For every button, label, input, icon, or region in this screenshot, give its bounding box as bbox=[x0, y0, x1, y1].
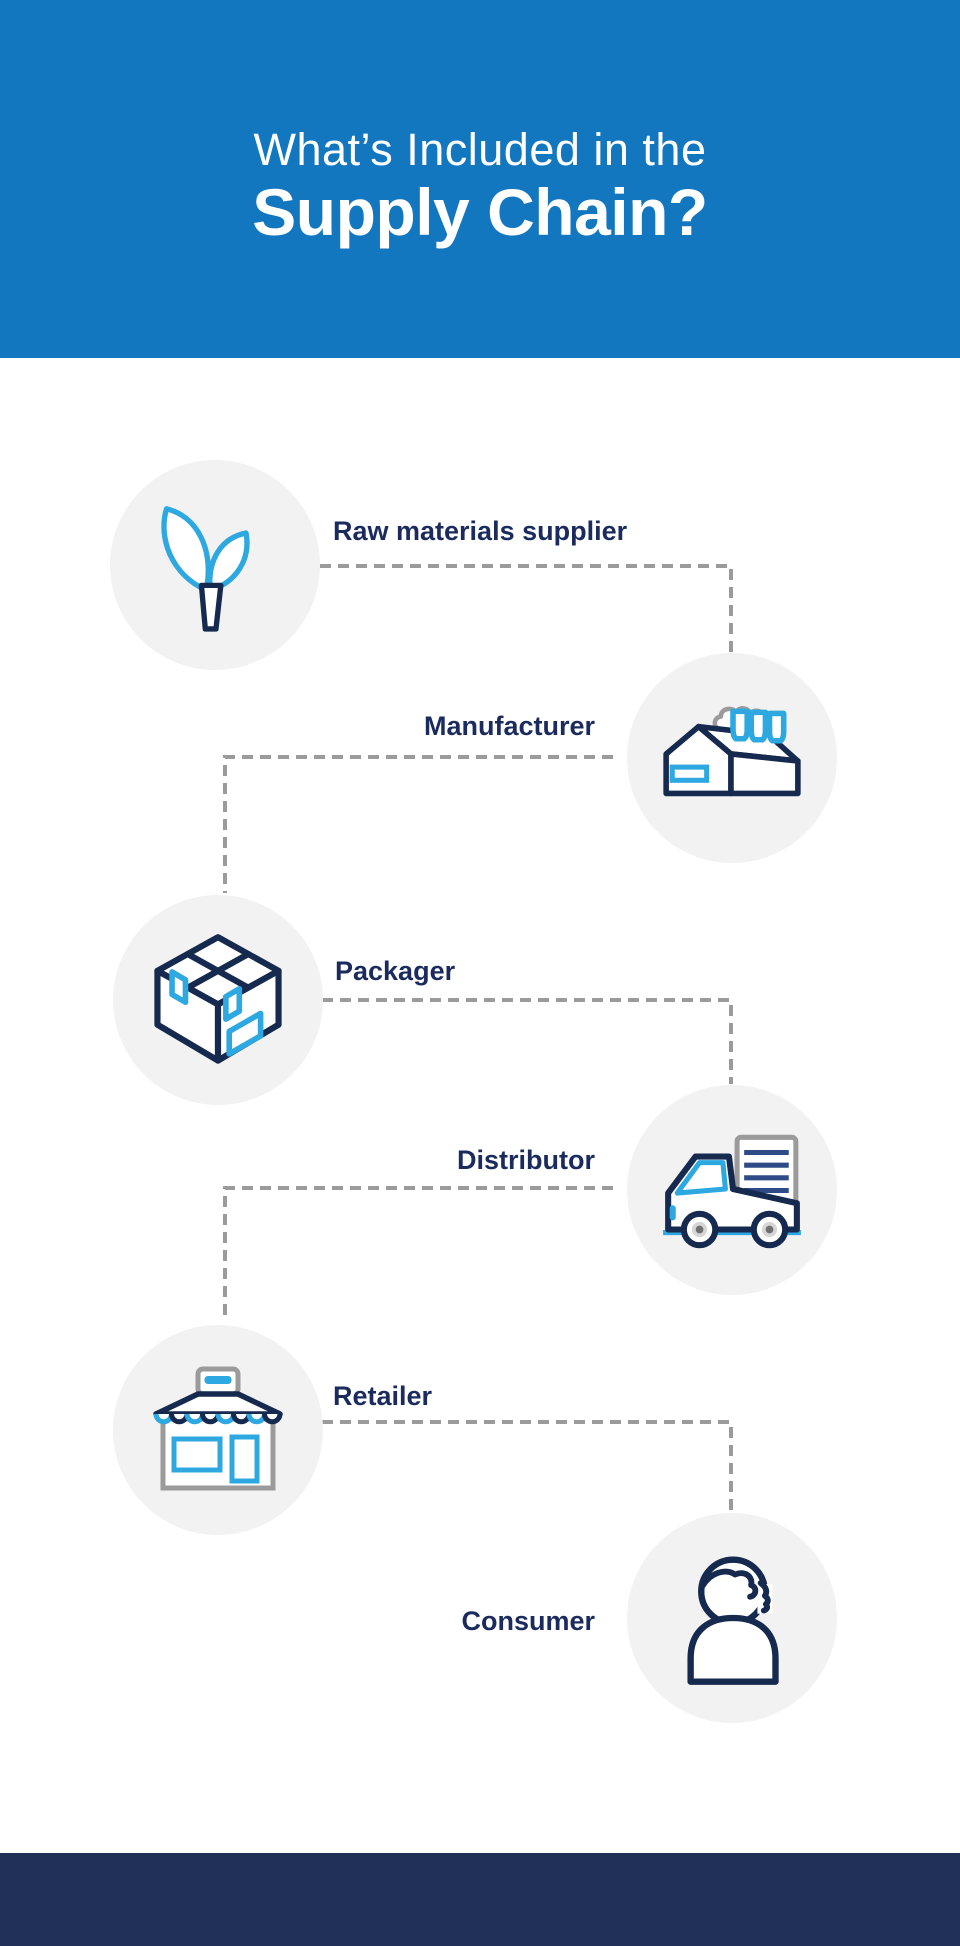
distributor-label: Distributor bbox=[457, 1145, 595, 1175]
footer-band bbox=[0, 1853, 960, 1946]
packager-circle bbox=[113, 895, 323, 1105]
connector-packager-to-distributor bbox=[322, 998, 733, 1084]
retailer-label: Retailer bbox=[333, 1381, 433, 1411]
connector-manufacturer-to-packager bbox=[223, 755, 613, 893]
box-icon bbox=[154, 934, 282, 1064]
packager-label: Packager bbox=[335, 956, 456, 986]
raw-materials-circle bbox=[110, 460, 320, 670]
plant-icon bbox=[161, 506, 250, 632]
title-line-2: Supply Chain? bbox=[252, 175, 708, 249]
retailer-circle bbox=[113, 1325, 323, 1535]
distributor-circle bbox=[627, 1085, 837, 1295]
raw-materials-label: Raw materials supplier bbox=[333, 516, 628, 546]
title-line-1: What’s Included in the bbox=[253, 124, 707, 175]
connector-distributor-to-retailer bbox=[223, 1186, 613, 1322]
factory-icon bbox=[663, 706, 801, 797]
store-icon bbox=[153, 1366, 283, 1491]
consumer-circle bbox=[627, 1513, 837, 1723]
manufacturer-circle bbox=[627, 653, 837, 863]
manufacturer-label: Manufacturer bbox=[423, 711, 595, 741]
person-icon bbox=[687, 1556, 779, 1685]
connector-retailer-to-consumer bbox=[322, 1420, 733, 1510]
consumer-label: Consumer bbox=[461, 1606, 595, 1636]
connector-raw-to-manufacturer bbox=[320, 564, 733, 652]
truck-icon bbox=[663, 1134, 801, 1249]
header-band: What’s Included in the Supply Chain? bbox=[0, 0, 960, 358]
